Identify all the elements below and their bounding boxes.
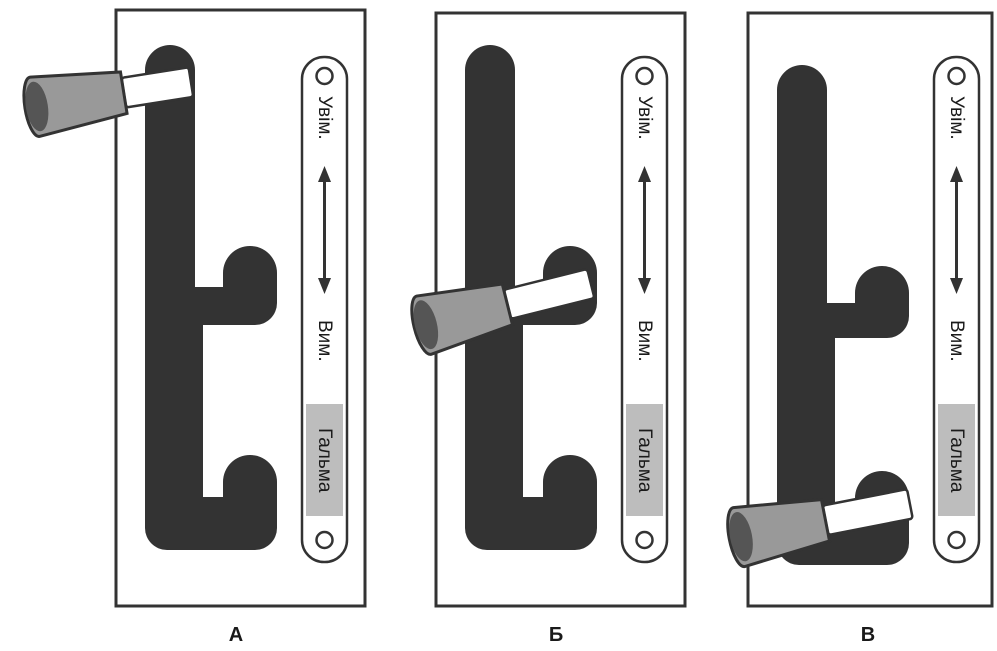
panel-a-drawing: [22, 8, 367, 608]
panel-a-caption: А: [228, 624, 244, 646]
off-label: Вим.: [314, 320, 335, 362]
lever-grip-end: [25, 81, 49, 132]
ring-icon: [635, 530, 654, 550]
brake-label: Гальма: [634, 427, 655, 493]
lever-handle: [726, 488, 914, 569]
panel-b-caption: Б: [548, 624, 564, 646]
on-label: Увім.: [946, 96, 967, 140]
double-arrow-icon: [950, 166, 963, 294]
lever-handle: [410, 268, 596, 356]
lever-grip-end: [729, 512, 753, 562]
lever-grip: [22, 70, 129, 138]
switch-panel-b: Увім. Вим. Гальма Б: [320, 0, 690, 646]
double-arrow-icon: [318, 166, 331, 294]
panel-c-caption: В: [860, 624, 876, 646]
ring-icon: [315, 530, 334, 550]
switch-panel-c: Увім. Вим. Гальма В: [632, 0, 997, 646]
on-label: Увім.: [314, 96, 335, 140]
panel-c-drawing: [726, 11, 994, 608]
brake-highlight: Гальма: [938, 404, 975, 516]
on-label: Увім.: [634, 96, 655, 140]
brake-highlight: Гальма: [306, 404, 343, 516]
switch-panel-a: Увім. Вим. Гальма А: [0, 0, 367, 646]
lever-grip-end: [413, 300, 439, 350]
ring-icon: [947, 66, 966, 86]
ring-icon: [315, 66, 334, 86]
panel-c-slot: [777, 65, 909, 565]
off-label: Вим.: [634, 320, 655, 362]
lever-grip: [726, 498, 832, 569]
brake-label: Гальма: [314, 427, 335, 493]
ring-icon: [947, 530, 966, 550]
ring-icon: [635, 66, 654, 86]
panel-b-drawing: [410, 11, 687, 608]
panel-a-slot: [145, 45, 277, 550]
brake-highlight: Гальма: [626, 404, 663, 516]
off-label: Вим.: [946, 320, 967, 362]
lever-handle: [22, 66, 195, 138]
double-arrow-icon: [638, 166, 651, 294]
brake-label: Гальма: [946, 427, 967, 493]
